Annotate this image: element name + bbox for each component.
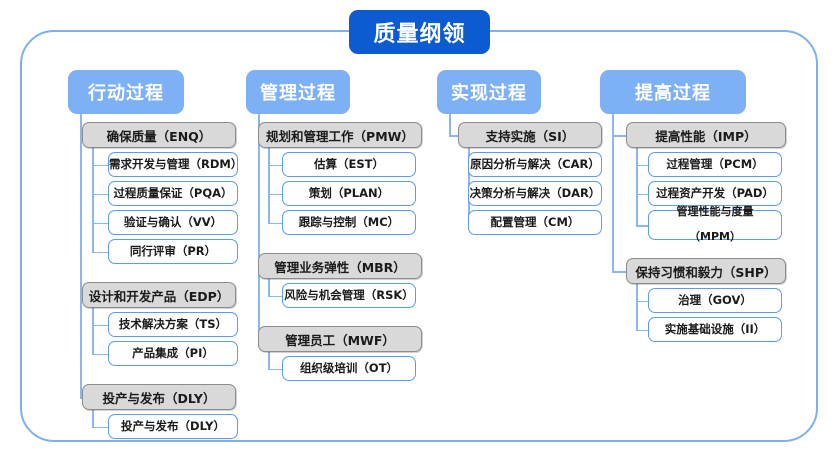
leaf-box-c2-1-1[interactable]: 估算（EST） xyxy=(282,152,416,177)
node-label-line: 管理性能与度量 xyxy=(676,205,754,219)
leaf-box-c2-1-3[interactable]: 跟踪与控制（MC） xyxy=(282,210,416,235)
group-box-c3-1[interactable]: 支持实施（SI） xyxy=(458,122,602,148)
leaf-box-c3-1-2[interactable]: 决策分析与解决（DAR） xyxy=(468,181,602,206)
leaf-box-c1-1-4[interactable]: 同行评审（PR） xyxy=(108,239,238,264)
connector-group-to-leaf xyxy=(92,353,108,355)
connector-group-spine xyxy=(92,308,94,354)
column-header-4[interactable]: 提高过程 xyxy=(600,70,746,114)
leaf-box-c2-3-1[interactable]: 组织级培训（OT） xyxy=(282,356,416,381)
connector-group-to-leaf xyxy=(268,193,282,195)
connector-header-to-group xyxy=(612,271,626,273)
leaf-box-c4-2-2[interactable]: 实施基础设施（II） xyxy=(648,317,782,342)
leaf-box-c1-1-2[interactable]: 过程质量保证（PQA） xyxy=(108,181,238,206)
group-box-c4-2[interactable]: 保持习惯和毅力（SHP） xyxy=(626,258,786,284)
connector-group-to-leaf xyxy=(268,295,282,297)
leaf-box-c3-1-1[interactable]: 原因分析与解决（CAR） xyxy=(468,152,602,177)
connector-header-to-group xyxy=(449,135,458,137)
connector-column-spine xyxy=(258,114,260,339)
connector-header-to-group xyxy=(612,135,626,137)
connector-group-spine xyxy=(636,284,638,330)
connector-group-to-leaf xyxy=(268,222,282,224)
connector-group-to-leaf xyxy=(268,368,282,370)
connector-group-to-leaf xyxy=(636,164,648,166)
connector-column-spine xyxy=(80,114,82,397)
leaf-box-c3-1-3[interactable]: 配置管理（CM） xyxy=(468,210,602,235)
group-box-c1-3[interactable]: 投产与发布（DLY） xyxy=(82,384,236,410)
leaf-box-c1-1-3[interactable]: 验证与确认（VV） xyxy=(108,210,238,235)
connector-group-spine xyxy=(92,148,94,252)
leaf-box-c2-1-2[interactable]: 策划（PLAN） xyxy=(282,181,416,206)
connector-group-spine xyxy=(268,148,270,223)
leaf-box-c1-2-2[interactable]: 产品集成（PI） xyxy=(108,341,238,366)
connector-group-to-leaf xyxy=(92,251,108,253)
connector-group-to-leaf xyxy=(92,164,108,166)
connector-group-to-leaf xyxy=(92,426,108,428)
column-header-2[interactable]: 管理过程 xyxy=(246,70,350,114)
connector-group-spine xyxy=(92,410,94,427)
connector-header-to-group xyxy=(80,397,82,399)
connector-group-to-leaf xyxy=(92,222,108,224)
leaf-box-c4-2-1[interactable]: 治理（GOV） xyxy=(648,288,782,313)
connector-group-to-leaf xyxy=(636,193,648,195)
group-box-c2-3[interactable]: 管理员工（MWF） xyxy=(258,326,422,352)
leaf-box-c1-3-1[interactable]: 投产与发布（DLY） xyxy=(108,414,238,439)
group-box-c4-1[interactable]: 提高性能（IMP） xyxy=(626,122,786,148)
connector-group-to-leaf xyxy=(636,225,648,227)
column-header-3[interactable]: 实现过程 xyxy=(437,70,541,114)
connector-group-to-leaf xyxy=(268,164,282,166)
leaf-box-c2-2-1[interactable]: 风险与机会管理（RSK） xyxy=(282,283,416,308)
leaf-box-c1-2-1[interactable]: 技术解决方案（TS） xyxy=(108,312,238,337)
connector-group-to-leaf xyxy=(92,324,108,326)
group-box-c1-1[interactable]: 确保质量（ENQ） xyxy=(82,122,236,148)
diagram-title: 质量纲领 xyxy=(349,10,490,54)
leaf-box-c4-1-3[interactable]: 管理性能与度量 （MPM） xyxy=(648,205,782,243)
connector-column-spine xyxy=(449,114,451,135)
leaf-box-c1-1-1[interactable]: 需求开发与管理（RDM） xyxy=(108,152,242,177)
group-box-c1-2[interactable]: 设计和开发产品（EDP） xyxy=(82,282,236,308)
column-header-1[interactable]: 行动过程 xyxy=(68,70,184,114)
leaf-box-c4-1-2[interactable]: 过程资产开发（PAD） xyxy=(648,181,782,206)
connector-group-to-leaf xyxy=(636,300,648,302)
connector-column-spine xyxy=(612,114,614,271)
leaf-box-c4-1-1[interactable]: 过程管理（PCM） xyxy=(648,152,782,177)
group-box-c2-2[interactable]: 管理业务弹性（MBR） xyxy=(258,253,422,279)
connector-group-spine xyxy=(268,279,270,296)
connector-group-to-leaf xyxy=(636,329,648,331)
connector-group-spine xyxy=(636,148,638,225)
node-label-line: （MPM） xyxy=(689,230,741,244)
connector-group-spine xyxy=(268,352,270,369)
connector-group-to-leaf xyxy=(92,193,108,195)
group-box-c2-1[interactable]: 规划和管理工作（PMW） xyxy=(258,122,422,148)
